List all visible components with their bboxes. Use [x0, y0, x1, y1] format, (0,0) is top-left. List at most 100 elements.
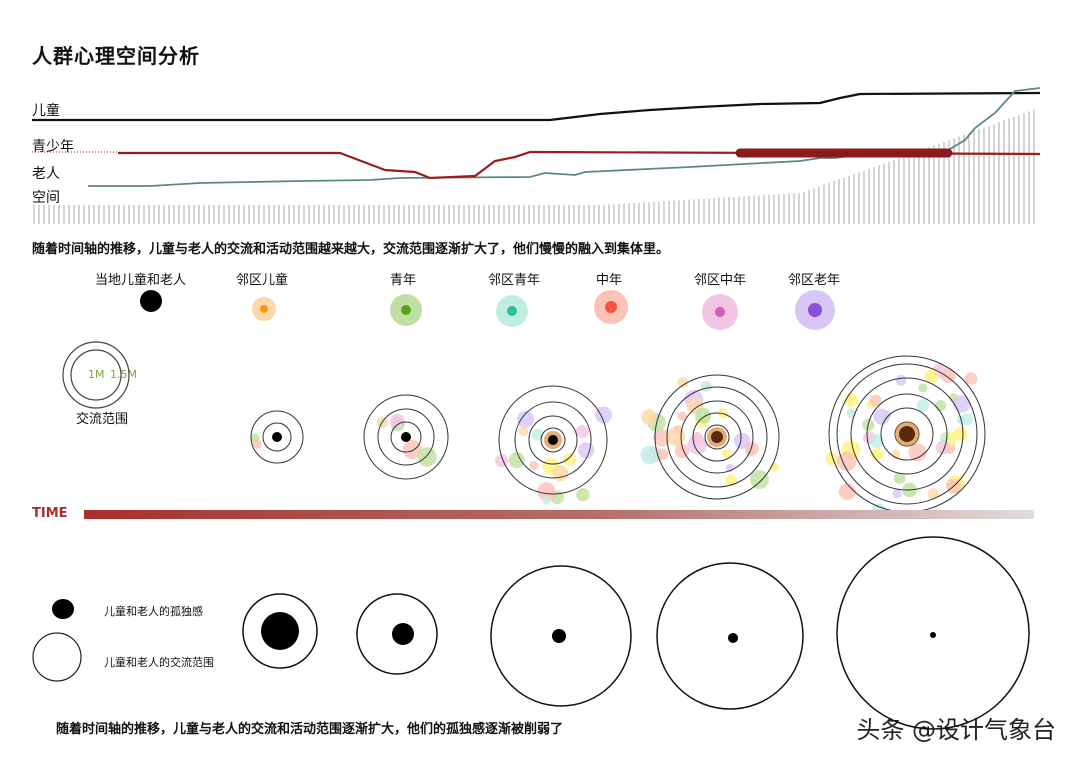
interaction-ring [498, 385, 608, 495]
interaction-blob [552, 465, 569, 482]
interaction-ring [850, 377, 964, 491]
solitude-stage-3-core [552, 629, 566, 643]
interaction-ring [528, 415, 578, 465]
interaction-blob [495, 454, 509, 468]
interaction-blob [656, 448, 669, 461]
interaction-blob [745, 442, 759, 456]
interaction-blob [953, 427, 968, 441]
interaction-blob [750, 470, 769, 489]
interaction-blob [417, 447, 437, 467]
category-label-neighbor-elderly: 邻区老年 [788, 273, 841, 288]
interaction-blob [537, 482, 556, 501]
interaction-ring [836, 363, 978, 505]
solitude-stage-5-core [930, 632, 936, 638]
interaction-blob [653, 429, 671, 447]
category-label-middle-aged: 中年 [596, 273, 623, 288]
page-title: 人群心理空间分析 [32, 44, 200, 68]
range-label-inner: 1M [88, 368, 105, 381]
interaction-blob [687, 434, 708, 455]
interaction-blob [721, 449, 731, 459]
interaction-blob [733, 432, 751, 450]
legend-range-circle [32, 632, 82, 682]
interaction-rings [250, 355, 986, 513]
interaction-blob [961, 413, 974, 426]
interaction-blobs [250, 363, 978, 519]
interaction-blob [893, 472, 906, 484]
interaction-core [899, 426, 915, 442]
solitude-stage-3-range [490, 565, 632, 707]
interaction-blob [252, 439, 262, 449]
interaction-blob [578, 442, 595, 459]
solitude-stage-2-core [392, 623, 414, 645]
interaction-ring [880, 407, 934, 461]
dot-neighbor-children [260, 305, 268, 313]
solitude-stage-5-range [836, 536, 1030, 730]
timeline-label-youth: 青少年 [32, 139, 74, 155]
interaction-blob [677, 411, 687, 421]
interaction-blob [935, 400, 947, 411]
watermark: 头条 @设计气象台 [856, 716, 1056, 744]
category-dots [140, 290, 835, 330]
interaction-ring [262, 422, 292, 452]
interaction-blob [964, 372, 978, 386]
interaction-blob [695, 407, 712, 424]
interaction-blob [640, 445, 660, 465]
category-label-neighbor-youth: 邻区青年 [488, 273, 541, 288]
solitude-sequence [242, 536, 1030, 730]
dot-middle-aged [605, 301, 617, 313]
solitude-stage-4-range [656, 562, 804, 710]
space-bars [33, 109, 1035, 224]
interaction-blob [908, 443, 927, 462]
interaction-ring [390, 421, 422, 453]
interaction-blob [873, 408, 890, 425]
caption-solitude: 随着时间轴的推移，儿童与老人的交流和活动范围逐渐扩大，他们的孤独感逐渐被削弱了 [56, 722, 564, 737]
interaction-blob [576, 488, 590, 502]
interaction-ring [654, 374, 780, 500]
interaction-blob [402, 439, 422, 460]
children-line [32, 91, 1041, 122]
interaction-ring [866, 393, 948, 475]
interaction-ring [704, 424, 730, 450]
interaction-ring [692, 412, 742, 462]
interaction-blob [918, 383, 928, 393]
interaction-ring [666, 386, 768, 488]
interaction-blob [825, 451, 839, 466]
dot-youth [401, 305, 411, 315]
interaction-blob [725, 474, 737, 487]
interaction-blob [869, 434, 884, 449]
interaction-core [548, 435, 558, 445]
range-legend-label: 交流范围 [76, 412, 129, 427]
dot-neighbor-middle-aged [715, 307, 725, 317]
interaction-blob [595, 406, 612, 424]
interaction-blob [641, 409, 657, 426]
timeline-label-elderly: 老人 [32, 166, 60, 182]
interaction-ring [250, 410, 304, 464]
interaction-ring [377, 408, 435, 466]
interaction-blob [508, 452, 525, 469]
interaction-core [711, 431, 723, 443]
interaction-ring [514, 401, 592, 479]
dot-neighbor-youth [507, 306, 517, 316]
interaction-blob [939, 432, 950, 442]
category-label-neighbor-middle-aged: 邻区中年 [694, 273, 747, 288]
interaction-blob [542, 496, 551, 505]
interaction-blob [390, 413, 405, 429]
range-legend-rings [62, 341, 130, 409]
interaction-blob [517, 410, 535, 428]
solitude-stage-4-core [728, 633, 738, 643]
dot-local [140, 290, 162, 312]
interaction-blob [518, 426, 529, 436]
solitude-stage-2-range [356, 593, 438, 675]
interaction-blob [529, 461, 539, 470]
interaction-core [401, 432, 411, 442]
interaction-blob [892, 488, 902, 499]
legend-solitude-label: 儿童和老人的孤独感 [104, 605, 203, 618]
interaction-blob [837, 451, 857, 472]
interaction-blob [916, 399, 930, 412]
interaction-ring [540, 427, 566, 453]
interaction-blob [927, 488, 939, 499]
time-label: TIME [32, 506, 68, 521]
solitude-stage-1-range [242, 593, 318, 669]
interaction-blob [895, 374, 907, 386]
